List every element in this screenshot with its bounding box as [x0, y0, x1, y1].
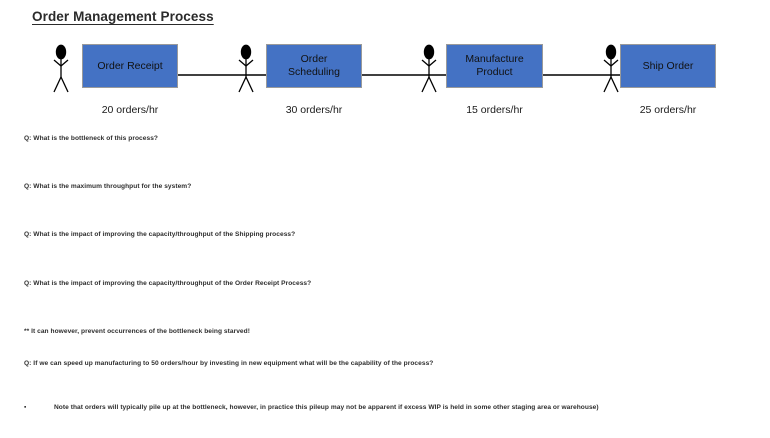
stick-figure-icon-2 [238, 44, 254, 93]
process-stage-4[interactable]: Ship Order 25 orders/hr [620, 44, 716, 116]
stick-figure-icon-1 [53, 44, 69, 93]
process-box-label-line1: Manufacture [465, 53, 524, 66]
process-stage-1[interactable]: Order Receipt 20 orders/hr [82, 44, 178, 116]
connector-arrow-1 [176, 71, 275, 79]
process-flow-diagram: Order Receipt 20 orders/hr Order Schedul… [0, 0, 770, 125]
process-box-ship-order[interactable]: Ship Order [620, 44, 716, 88]
bullet-marker-icon: ▪ [24, 404, 27, 411]
stage-rate-1: 20 orders/hr [101, 104, 159, 116]
process-stage-2[interactable]: Order Scheduling 30 orders/hr [266, 44, 362, 116]
bullet-note-text: Note that orders will typically pile up … [54, 404, 599, 411]
process-box-order-scheduling[interactable]: Order Scheduling [266, 44, 362, 88]
process-box-order-receipt[interactable]: Order Receipt [82, 44, 178, 88]
question-max-throughput: Q: What is the maximum throughput for th… [24, 183, 192, 190]
stick-figure-icon-4 [603, 44, 619, 93]
bullet-note-wip: ▪ Note that orders will typically pile up… [24, 404, 754, 411]
stick-figure-icon-3 [421, 44, 437, 93]
process-box-manufacture-product[interactable]: Manufacture Product [446, 44, 543, 88]
question-speed-up-manufacturing: Q: If we can speed up manufacturing to 5… [24, 360, 434, 367]
question-bottleneck: Q: What is the bottleneck of this proces… [24, 135, 158, 142]
question-order-receipt-impact: Q: What is the impact of improving the c… [24, 280, 312, 287]
stage-rate-2: 30 orders/hr [285, 104, 343, 116]
process-box-label-line2: Product [476, 66, 513, 78]
process-box-label: Order Receipt [97, 59, 163, 72]
process-box-label: Ship Order [642, 59, 694, 72]
stage-rate-4: 25 orders/hr [639, 104, 697, 116]
process-stage-3[interactable]: Manufacture Product 15 orders/hr [446, 44, 543, 116]
note-starved: ** It can however, prevent occurrences o… [24, 328, 250, 335]
page-title: Order Management Process [32, 9, 214, 24]
process-box-label-line2: Scheduling [288, 66, 340, 78]
stage-rate-3: 15 orders/hr [466, 104, 523, 116]
process-box-label-line1: Order [300, 53, 328, 66]
question-shipping-impact: Q: What is the impact of improving the c… [24, 231, 296, 238]
